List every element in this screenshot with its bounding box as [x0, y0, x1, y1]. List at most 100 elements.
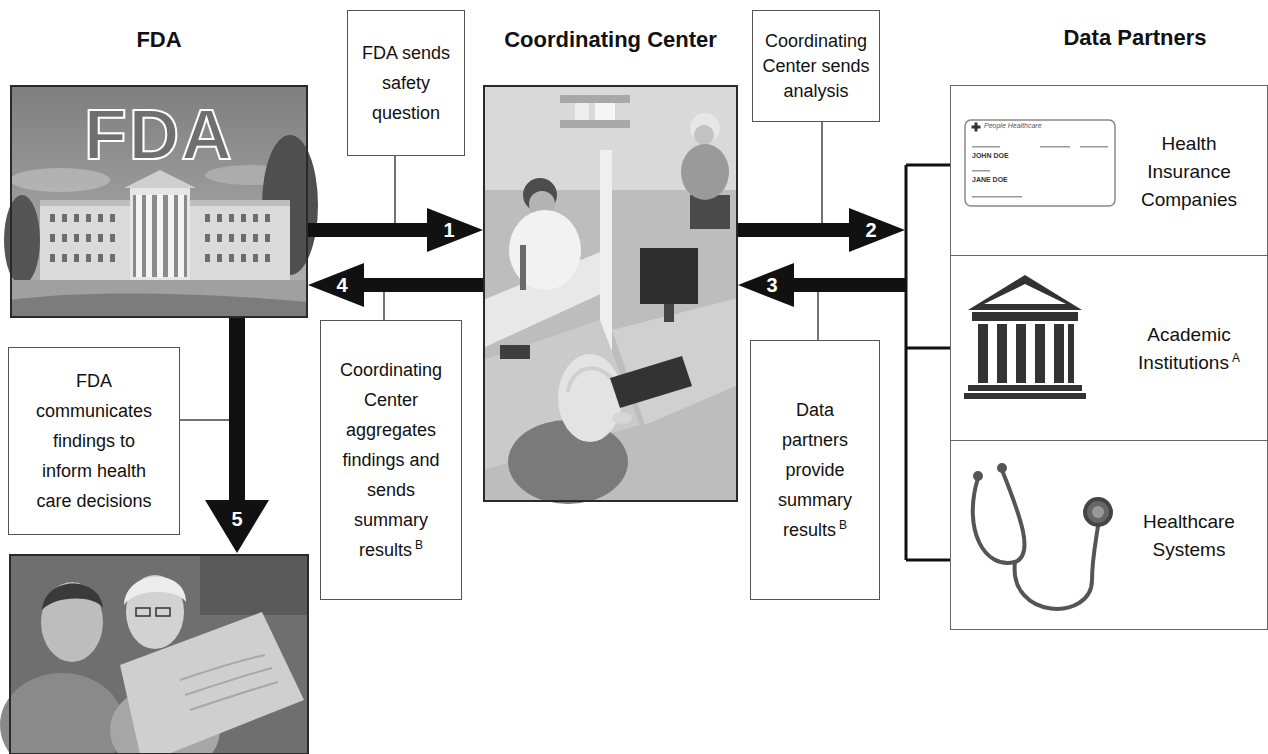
academic-building-icon [978, 324, 988, 383]
doctor-patient-photo [0, 555, 308, 754]
fda-building-photo [50, 254, 55, 262]
stethoscope-icon [1002, 470, 1025, 562]
flow-arrow [738, 208, 905, 252]
arrow-head [427, 208, 483, 252]
office-photo [640, 248, 698, 304]
fda-building-photo [130, 185, 190, 282]
heading-text: Data Partners [1005, 23, 1265, 53]
arrow-head [308, 263, 364, 307]
text-area: Health Insurance Companies [1125, 90, 1253, 253]
doctor-patient-photo [180, 655, 278, 710]
fda-building-photo [50, 214, 270, 262]
text-block: Academic InstitutionsA [1125, 321, 1253, 377]
partner-row: Academic InstitutionsA [950, 255, 1268, 441]
fda-building-photo [98, 234, 103, 242]
fda-building-photo [217, 234, 222, 242]
doctor-patient-photo [10, 555, 308, 754]
fda-building-photo [10, 293, 308, 318]
fda-building-photo [241, 254, 246, 262]
fda-building-photo [133, 195, 187, 277]
leader-line [817, 292, 819, 340]
heading-text: FDA [12, 25, 306, 55]
fda-building-photo [74, 234, 79, 242]
photo-panel: Coordinating Center [483, 85, 738, 502]
text-area: Coordinating Center sends analysis [759, 15, 873, 117]
card-text: JANE DOE [972, 176, 1008, 184]
node-text: FDA sends safety question [362, 43, 450, 123]
doctor-patient-photo [42, 583, 103, 610]
office-photo [690, 195, 730, 229]
down-arrow [205, 500, 269, 553]
superscript-note: B [839, 518, 847, 532]
stethoscope-icon [975, 473, 981, 479]
office-photo [612, 412, 632, 424]
academic-building-icon [968, 275, 1082, 310]
fda-building-photo [110, 254, 115, 262]
office-photo [575, 103, 589, 120]
fda-building-photo [110, 234, 115, 242]
callout-box: Coordinating Center sends analysis [752, 10, 880, 122]
insurance-card [1080, 146, 1108, 148]
node-text: Academic Institutions [1138, 324, 1231, 373]
office-photo [558, 354, 622, 442]
fda-building-photo [168, 195, 174, 277]
fda-building-photo [265, 214, 270, 222]
fda-building-photo [110, 214, 115, 222]
fda-building-photo [241, 214, 246, 222]
bracket [905, 165, 908, 560]
text-block: FDA sends safety question [352, 38, 460, 128]
text-block: Coordinating Center sends analysis [759, 29, 873, 104]
bracket [906, 559, 950, 562]
fda-building-photo [50, 234, 55, 242]
insurance-card [965, 120, 1115, 206]
fda-building-photo [241, 234, 246, 242]
group-box: Data PartnersHealth Insurance CompaniesA… [905, 85, 1268, 630]
bracket [906, 165, 950, 560]
fda-building-photo [62, 214, 67, 222]
fda-building-photo [62, 234, 67, 242]
academic-building-icon [984, 284, 1066, 304]
fda-building-photo [86, 214, 91, 222]
superscript-note: A [1232, 351, 1240, 365]
office-photo [681, 144, 729, 200]
callout-box: Data partners provide summary resultsB [750, 340, 880, 600]
academic-building-icon [972, 312, 1078, 321]
fda-building-photo [265, 234, 270, 242]
office-photo [483, 85, 738, 504]
fda-building-photo [86, 254, 91, 262]
stethoscope-icon [999, 465, 1005, 471]
partner-row: Health Insurance Companies [950, 85, 1268, 256]
text-block: Data partners provide summary resultsB [763, 395, 867, 545]
text-area: Academic InstitutionsA [1125, 260, 1253, 438]
fda-building-photo [98, 214, 103, 222]
fda-building-photo [74, 214, 79, 222]
step-number: 4 [336, 275, 347, 295]
fda-building-photo [10, 168, 110, 192]
fda-building-photo [205, 234, 210, 242]
card-text: JOHN DOE [972, 152, 1009, 160]
fda-building-photo [62, 254, 67, 262]
fda-building-photo [253, 234, 258, 242]
office-photo [508, 420, 628, 504]
node-text: Coordinating Center aggregates findings … [340, 360, 442, 560]
insurance-card [972, 126, 981, 129]
fda-building-photo [146, 195, 152, 277]
flow-arrow [308, 263, 483, 307]
fda-building-photo [86, 234, 91, 242]
academic-building-icon [1016, 324, 1026, 383]
text-area: Coordinating Center aggregates findings … [333, 329, 449, 591]
fda-building-photo [229, 254, 234, 262]
academic-building-icon [964, 393, 1086, 399]
bracket [906, 347, 950, 350]
fda-building-photo [74, 254, 79, 262]
text-area: Healthcare Systems [1125, 445, 1253, 627]
callout-box: Coordinating Center aggregates findings … [320, 320, 462, 600]
stethoscope-icon [1085, 499, 1111, 525]
card-text: People Healthcare [984, 122, 1042, 130]
text-block: FDA communicates findings to inform heal… [30, 366, 158, 516]
node-text: FDA communicates findings to inform heal… [36, 371, 152, 511]
doctor-patient-photo [41, 582, 103, 662]
academic-building-icon [997, 324, 1007, 383]
